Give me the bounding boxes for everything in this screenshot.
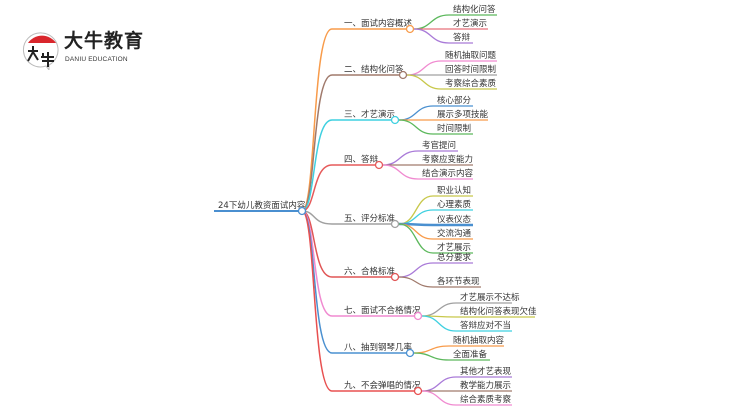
- subtopic: 核心部分: [437, 95, 472, 106]
- subtopic: 考察应变能力: [422, 154, 473, 165]
- branch-connector: [301, 210, 418, 392]
- branch-node-icon: [405, 24, 415, 34]
- branch-node-icon: [374, 160, 384, 170]
- root-topic: 24下幼儿教资面试内容: [218, 200, 306, 211]
- subtopic: 全面准备: [453, 349, 488, 360]
- subtopic: 总分要求: [437, 252, 472, 263]
- branch-connector: [301, 164, 379, 212]
- branch-topic: 八、抽到钢琴几率: [344, 342, 413, 353]
- branch-topic: 九、不会弹唱的情况: [344, 380, 421, 391]
- branch-node-icon: [413, 311, 423, 321]
- subtopic: 随机抽取问题: [445, 50, 497, 61]
- branch-topic: 七、面试不合格情况: [344, 305, 421, 316]
- subtopic: 展示多项技能: [437, 109, 489, 120]
- subtopic: 教学能力展示: [460, 380, 511, 391]
- branch-connector: [301, 119, 395, 212]
- subtopic: 答辩应对不当: [460, 320, 511, 331]
- subtopic: 仪表仪态: [437, 214, 472, 225]
- branch-node-icon: [390, 219, 400, 229]
- subtopic: 结合演示内容: [422, 168, 474, 179]
- logo-name-cn: 大牛教育: [64, 30, 145, 52]
- subtopic-connector: [406, 74, 497, 90]
- subtopic-connector: [398, 276, 481, 288]
- subtopic: 结构化问答: [453, 4, 496, 15]
- branch-connector: [301, 210, 410, 354]
- branch-topic: 四、答辩: [344, 154, 379, 165]
- subtopic: 交流沟通: [437, 228, 472, 239]
- subtopic-connector: [398, 262, 473, 278]
- logo-name-en: DANIU EDUCATION: [65, 56, 128, 63]
- subtopic: 各环节表现: [437, 276, 480, 287]
- branch-topic: 三、才艺演示: [344, 109, 395, 120]
- subtopic-connector: [413, 28, 473, 44]
- subtopic: 其他才艺表现: [460, 366, 512, 377]
- subtopic: 心理素质: [437, 199, 472, 210]
- subtopic: 考察综合素质: [445, 78, 497, 89]
- root-node-icon: [297, 206, 307, 216]
- subtopic-connector: [413, 352, 490, 361]
- branch-node-icon: [398, 70, 408, 80]
- branch-node-icon: [413, 386, 423, 396]
- subtopic: 才艺展示: [437, 242, 471, 253]
- subtopic-connector: [421, 390, 512, 406]
- subtopic: 考官提问: [422, 140, 456, 151]
- logo: 大牛教育 DANIU EDUCATION: [22, 30, 145, 72]
- branch-topic: 六、合格标准: [344, 266, 396, 277]
- subtopic-connector: [382, 164, 473, 180]
- subtopic: 才艺演示: [453, 18, 487, 29]
- subtopic: 结构化问答表现欠佳: [460, 306, 537, 317]
- branch-topic: 二、结构化问答: [344, 64, 404, 75]
- subtopic-connector: [398, 223, 473, 254]
- branch-connector: [301, 74, 403, 212]
- subtopic: 时间限制: [437, 123, 471, 134]
- branch-topic: 一、面试内容概述: [344, 18, 413, 29]
- subtopic: 随机抽取内容: [453, 335, 505, 346]
- logo-mark-icon: [23, 32, 59, 72]
- subtopic: 回答时间限制: [445, 64, 496, 75]
- subtopic: 答辩: [453, 32, 471, 43]
- subtopic: 才艺展示不达标: [460, 292, 520, 303]
- subtopic-connector: [398, 119, 473, 135]
- branch-topic: 五、评分标准: [344, 213, 396, 224]
- branch-node-icon: [390, 272, 400, 282]
- subtopic-connector: [421, 315, 512, 332]
- branch-node-icon: [405, 348, 415, 358]
- subtopic: 职业认知: [437, 185, 471, 196]
- subtopic: 综合素质考察: [460, 394, 512, 405]
- branch-node-icon: [390, 115, 400, 125]
